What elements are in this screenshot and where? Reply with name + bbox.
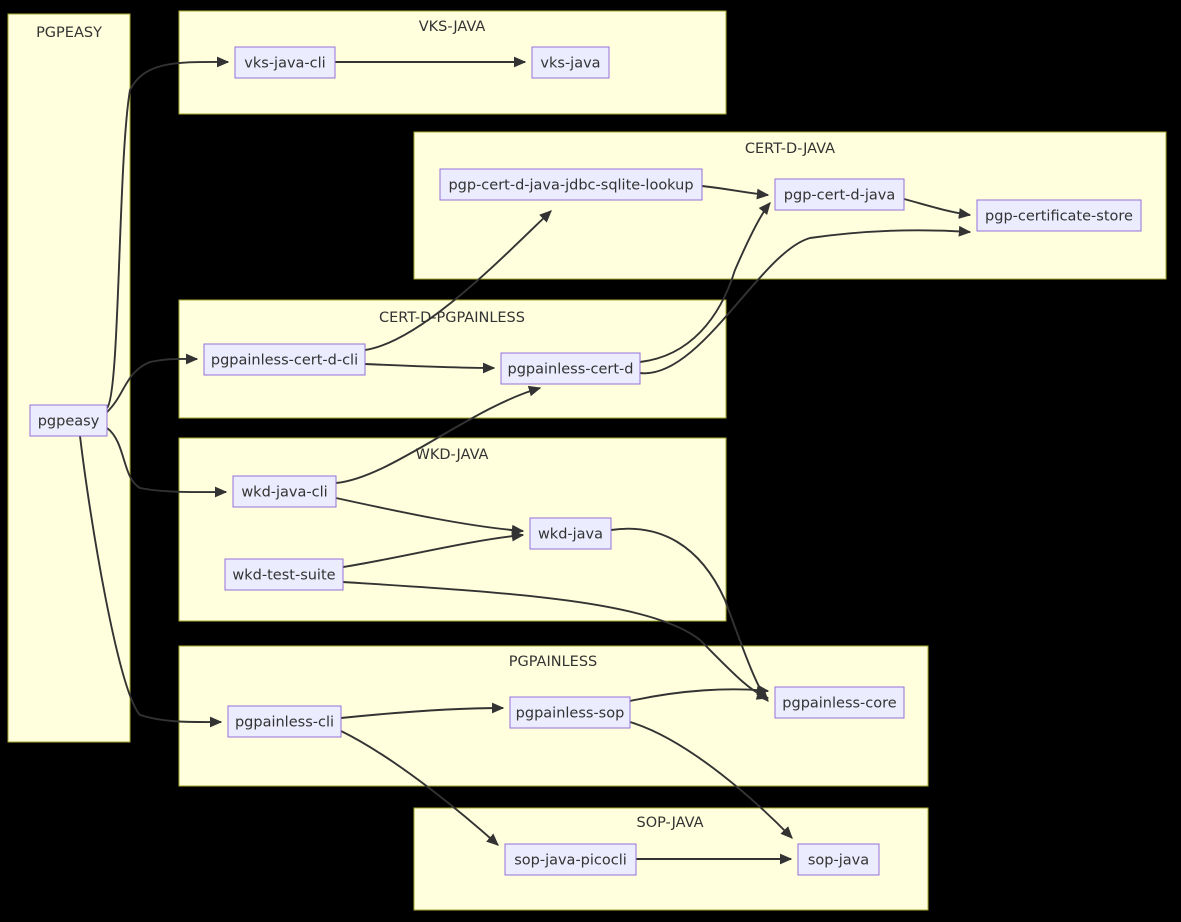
node-label: vks-java-cli [244, 56, 325, 72]
node-sop_java_picocli[interactable]: sop-java-picocli [504, 843, 637, 876]
node-box[interactable] [203, 343, 366, 376]
edge-pgp_cert_d_java-to-cert_store [903, 198, 972, 219]
node-vks_java_cli[interactable]: vks-java-cli [234, 46, 336, 79]
node-box[interactable] [227, 705, 342, 738]
node-pgpainless_cert_d_cli[interactable]: pgpainless-cert-d-cli [203, 343, 366, 376]
cluster-label: CERT-D-PGPAINLESS [379, 310, 525, 326]
node-box[interactable] [439, 168, 703, 201]
node-box[interactable] [774, 686, 905, 719]
edge-wkd_java-to-pgpainless_core [610, 527, 769, 702]
node-wkd_java[interactable]: wkd-java [529, 517, 612, 550]
cluster-label: SOP-JAVA [636, 815, 703, 831]
node-label: pgpainless-sop [516, 706, 625, 722]
node-label: pgp-certificate-store [985, 209, 1133, 225]
cluster-label: PGPEASY [36, 25, 102, 41]
edge-pgpeasy-to-pgpainless_cert_d_cli [106, 353, 199, 413]
node-box[interactable] [774, 178, 905, 211]
node-label: vks-java [540, 56, 600, 72]
edge-pgpeasy-to-pgpainless_cli [79, 435, 223, 728]
node-box[interactable] [531, 46, 610, 79]
cluster-label: CERT-D-JAVA [745, 141, 835, 157]
node-label: pgp-cert-d-java-jdbc-sqlite-lookup [448, 178, 693, 194]
edge-pgpainless_cert_d_cli-to-jdbc_lookup [364, 210, 552, 351]
edge-pgpeasy-to-vks_java_cli [106, 56, 230, 409]
edge-pgpainless_cert_d-to-pgp_cert_d_java [639, 202, 771, 363]
edges-layer [79, 56, 972, 865]
node-label: pgpainless-cert-d [508, 362, 634, 378]
node-box[interactable] [234, 46, 336, 79]
node-box[interactable] [797, 843, 880, 876]
node-wkd_test_suite[interactable]: wkd-test-suite [224, 558, 344, 591]
node-label: pgpainless-cert-d-cli [211, 353, 358, 369]
node-label: sop-java [808, 853, 869, 869]
node-box[interactable] [29, 404, 108, 437]
edge-wkd_test_suite-to-pgpainless_core [342, 581, 770, 700]
node-label: wkd-java [538, 527, 603, 543]
node-label: sop-java-picocli [514, 853, 627, 869]
node-pgpainless_cert_d[interactable]: pgpainless-cert-d [500, 352, 641, 385]
node-box[interactable] [224, 558, 344, 591]
edge-pgpainless_sop-to-pgpainless_core [629, 684, 770, 702]
node-sop_java[interactable]: sop-java [797, 843, 880, 876]
node-pgpainless_core[interactable]: pgpainless-core [774, 686, 905, 719]
node-box[interactable] [232, 475, 337, 508]
edge-jdbc_lookup-to-pgp_cert_d_java [701, 185, 770, 200]
node-label: pgpeasy [38, 414, 100, 430]
edge-pgpainless_sop-to-sop_java [629, 721, 793, 839]
node-vks_java[interactable]: vks-java [531, 46, 610, 79]
cluster-box [7, 13, 131, 743]
node-jdbc_lookup[interactable]: pgp-cert-d-java-jdbc-sqlite-lookup [439, 168, 703, 201]
node-label: wkd-java-cli [241, 485, 327, 501]
node-wkd_java_cli[interactable]: wkd-java-cli [232, 475, 337, 508]
node-pgpainless_cli[interactable]: pgpainless-cli [227, 705, 342, 738]
node-label: pgpainless-core [782, 696, 896, 712]
node-box[interactable] [509, 696, 631, 729]
node-label: wkd-test-suite [232, 568, 335, 584]
cluster-label: VKS-JAVA [419, 19, 486, 35]
cluster-pgpeasy: PGPEASY [7, 13, 131, 743]
node-pgp_cert_d_java[interactable]: pgp-cert-d-java [774, 178, 905, 211]
cluster-label: WKD-JAVA [416, 447, 489, 463]
edge-pgpainless_cli-to-sop_java_picocli [340, 730, 499, 846]
node-label: pgp-cert-d-java [784, 188, 895, 204]
edge-pgpainless_cert_d-to-cert_store [639, 225, 972, 374]
node-label: pgpainless-cli [235, 715, 334, 731]
edge-pgpainless_cli-to-pgpainless_sop [340, 702, 505, 719]
nodes-layer: pgpeasy vks-java-cli vks-java pgp-cert-d-ja… [29, 46, 1142, 876]
node-cert_store[interactable]: pgp-certificate-store [976, 199, 1142, 232]
clusters-layer: PGPEASY VKS-JAVA CERT-D-JAVA CERT-D-PGPAINL… [7, 10, 1167, 911]
edge-wkd_java_cli-to-wkd_java [335, 497, 525, 536]
edge-pgpeasy-to-wkd_java_cli [106, 427, 228, 498]
node-pgpainless_sop[interactable]: pgpainless-sop [509, 696, 631, 729]
node-box[interactable] [500, 352, 641, 385]
edge-wkd_test_suite-to-wkd_java [342, 530, 525, 568]
edge-pgpainless_cert_d_cli-to-pgpainless_cert_d [364, 362, 496, 374]
node-pgpeasy[interactable]: pgpeasy [29, 404, 108, 437]
node-box[interactable] [504, 843, 637, 876]
node-box[interactable] [976, 199, 1142, 232]
node-box[interactable] [529, 517, 612, 550]
edge-wkd_java_cli-to-pgpainless_cert_d [335, 385, 542, 484]
cluster-label: PGPAINLESS [509, 654, 598, 670]
